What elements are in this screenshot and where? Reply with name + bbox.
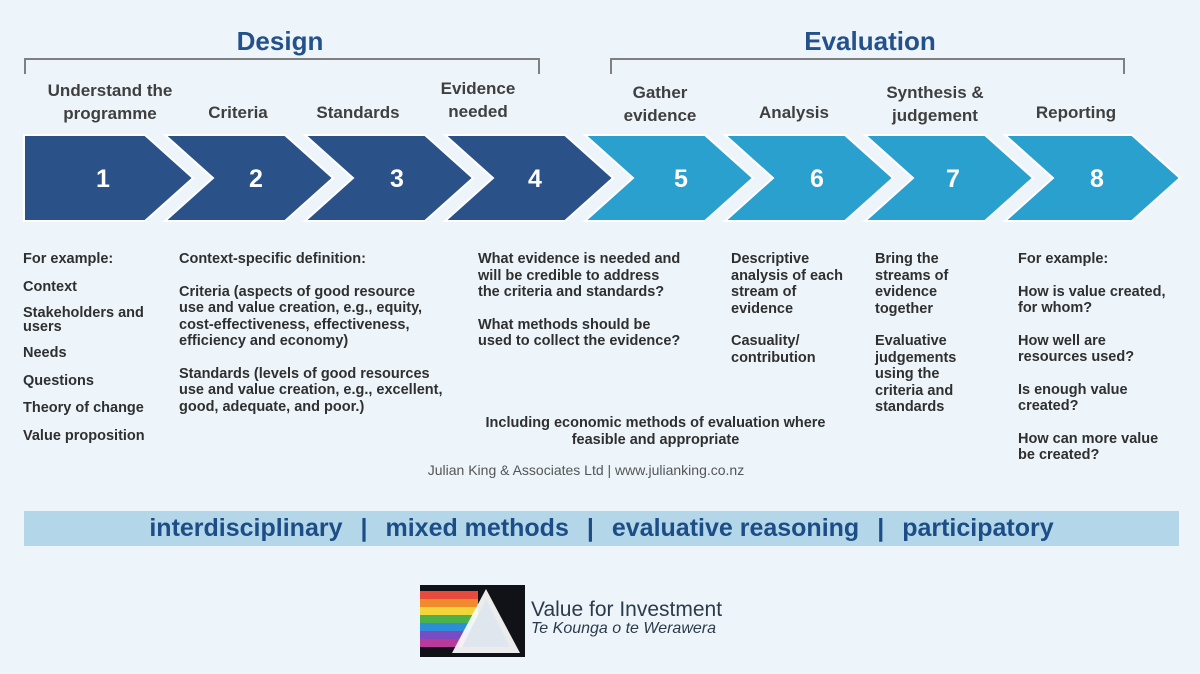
- step-6-number: 6: [810, 165, 824, 193]
- c7-item: Evaluative judgements using the criteria…: [875, 333, 957, 415]
- c6-item: Descriptive analysis of each stream of e…: [731, 251, 844, 317]
- c2-item: Criteria (aspects of good resource use a…: [179, 283, 423, 350]
- c8-item: Is enough value created?: [1018, 381, 1128, 415]
- band-separator: |: [586, 514, 594, 542]
- credit-line: Julian King & Associates Ltd | www.julia…: [427, 462, 745, 478]
- principle-item: evaluative reasoning: [611, 514, 860, 542]
- step-2-number: 2: [249, 165, 263, 193]
- c8-item: For example:: [1018, 251, 1109, 267]
- step-1-number: 1: [96, 165, 110, 193]
- c2-item: Standards (levels of good resources use …: [179, 365, 443, 415]
- logo-subtitle: Te Kounga o te Werawera: [531, 620, 717, 637]
- c6-item: Casuality/ contribution: [731, 333, 816, 366]
- band-separator: |: [877, 514, 885, 542]
- chevron-step-5: [582, 134, 755, 222]
- c2-item: Context-specific definition:: [179, 251, 366, 267]
- column-synthesis: Bring the streams of evidence together E…: [875, 251, 985, 432]
- logo-title: Value for Investment: [531, 598, 723, 621]
- principles-band: interdisciplinary | mixed methods | eval…: [24, 511, 1179, 546]
- chevron-step-1: [23, 134, 195, 222]
- c1-item: Stakeholders and users: [23, 305, 144, 335]
- chevron-step-8: [1002, 134, 1182, 222]
- step-7-title: Synthesis & judgement: [886, 83, 984, 125]
- design-bracket: [24, 58, 540, 74]
- chevron-step-7: [862, 134, 1035, 222]
- step-8-title: Reporting: [1035, 103, 1117, 122]
- c1-item: Questions: [23, 372, 94, 389]
- step-3-title: Standards: [316, 103, 400, 122]
- c4-item: What methods should be used to collect t…: [478, 316, 681, 350]
- chevron-step-4: [442, 134, 615, 222]
- step-1-title: Understand the programme: [47, 81, 173, 123]
- step-6-title: Analysis: [759, 103, 829, 122]
- principle-item: participatory: [902, 514, 1054, 542]
- design-heading: Design: [236, 26, 324, 56]
- column-reporting: For example: How is value created, for w…: [1018, 251, 1168, 480]
- band-separator: |: [360, 514, 368, 542]
- column-understand: For example: Context Stakeholders and us…: [23, 251, 173, 455]
- step-8-number: 8: [1090, 165, 1104, 193]
- chevron-step-6: [722, 134, 895, 222]
- column-evidence-needed: What evidence is needed and will be cred…: [478, 251, 683, 366]
- column-analysis: Descriptive analysis of each stream of e…: [731, 251, 856, 382]
- c1-item: Value proposition: [23, 427, 145, 444]
- prism-logo: [420, 585, 525, 657]
- step-7-number: 7: [946, 165, 960, 193]
- step-5-number: 5: [674, 165, 688, 193]
- c1-item: Needs: [23, 345, 67, 361]
- evaluation-bracket: [610, 58, 1125, 74]
- c1-item: Context: [23, 278, 77, 295]
- c8-item: How can more value be created?: [1018, 430, 1159, 464]
- step-2-title: Criteria: [208, 103, 268, 122]
- c1-item: For example:: [23, 251, 114, 267]
- c1-item: Theory of change: [23, 400, 144, 416]
- c8-item: How well are resources used?: [1018, 332, 1135, 366]
- column-criteria-standards: Context-specific definition: Criteria (a…: [179, 251, 444, 431]
- step-5-title: Gather evidence: [623, 83, 697, 125]
- principle-item: mixed methods: [385, 514, 569, 542]
- chevron-step-2: [162, 134, 335, 222]
- c4-item: What evidence is needed and will be cred…: [478, 251, 681, 300]
- economic-methods-note: Including economic methods of evaluation…: [485, 415, 826, 448]
- evaluation-heading: Evaluation: [804, 26, 936, 56]
- c7-item: Bring the streams of evidence together: [875, 251, 949, 317]
- principle-item: interdisciplinary: [149, 514, 343, 542]
- step-4-number: 4: [528, 165, 542, 193]
- step-3-number: 3: [390, 165, 404, 193]
- c8-item: How is value created, for whom?: [1018, 283, 1166, 317]
- chevron-step-3: [302, 134, 475, 222]
- step-4-title: Evidence needed: [440, 79, 516, 121]
